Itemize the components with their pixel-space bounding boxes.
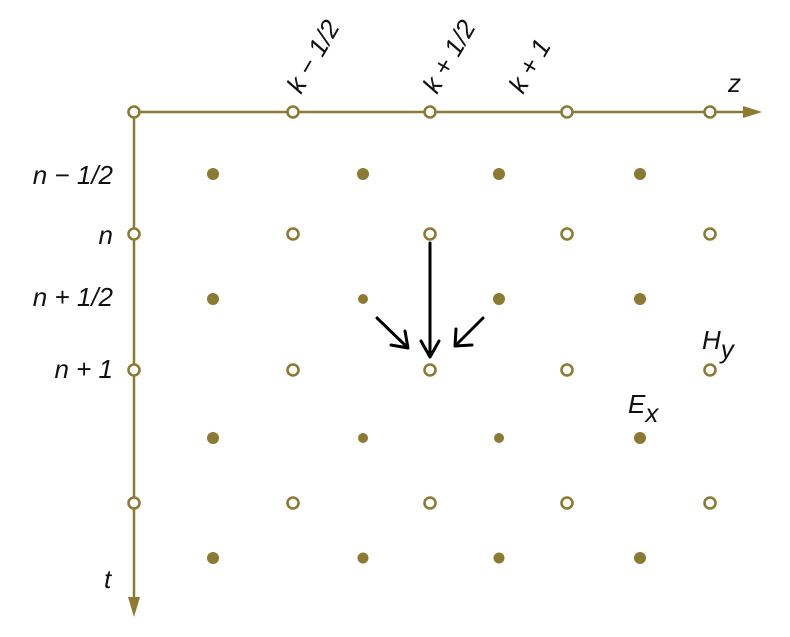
h-field-point-r3-c4	[703, 496, 717, 510]
h-field-point-r0-c2	[423, 105, 437, 119]
h-field-point-r3-c2	[423, 496, 437, 510]
h-field-point-r2-c0	[127, 363, 141, 377]
e-field-point-r0-c3	[634, 168, 646, 180]
row-label-n-plus-one: n + 1	[54, 354, 113, 384]
e-field-points	[207, 168, 646, 564]
h-field-point-r2-c2	[423, 363, 437, 377]
row-label-n: n	[99, 220, 113, 250]
e-field-point-r1-c0	[207, 293, 219, 305]
h-field-point-r3-c1	[286, 496, 300, 510]
right-arrow	[453, 316, 485, 348]
e-field-point-r1-c3	[634, 293, 646, 305]
left-arrow	[375, 316, 410, 350]
e-field-point-r2-c2	[494, 433, 504, 443]
h-field-point-r0-c1	[286, 105, 300, 119]
t-axis-arrowhead	[128, 597, 140, 617]
e-field-point-r0-c2	[493, 168, 505, 180]
e-field-point-r2-c1	[358, 433, 368, 443]
e-field-base: E	[628, 389, 646, 419]
row-label-n-plus-half: n + 1/2	[33, 282, 114, 312]
h-field-subscript: y	[719, 334, 736, 364]
h-field-point-r1-c3	[560, 227, 574, 241]
h-field-point-r1-c0	[127, 227, 141, 241]
h-field-point-r3-c0	[127, 496, 141, 510]
center-arrow	[419, 241, 441, 359]
e-field-point-r1-c2	[493, 293, 505, 305]
e-field-subscript: x	[643, 398, 659, 428]
e-field-point-r3-c0	[207, 552, 219, 564]
e-field-point-r1-c1	[358, 294, 368, 304]
h-field-points	[127, 105, 717, 510]
e-field-point-r3-c2	[493, 552, 505, 564]
h-field-point-r3-c3	[560, 496, 574, 510]
column-label-k-plus-one: k + 1	[502, 34, 557, 98]
h-field-point-r1-c2	[423, 227, 437, 241]
h-field-label: Hy	[702, 325, 736, 364]
e-field-label: Ex	[628, 389, 659, 428]
z-axis-arrowhead	[743, 106, 762, 118]
h-field-point-r0-c0	[127, 105, 141, 119]
e-field-point-r2-c3	[634, 432, 646, 444]
h-field-point-r1-c4	[703, 227, 717, 241]
column-label-k-minus-half: k − 1/2	[280, 14, 346, 98]
h-field-point-r2-c1	[286, 363, 300, 377]
h-field-point-r2-c4	[703, 363, 717, 377]
e-field-point-r3-c1	[357, 552, 369, 564]
e-field-point-r0-c0	[207, 168, 219, 180]
h-field-point-r2-c3	[560, 363, 574, 377]
h-field-base: H	[702, 325, 721, 355]
h-field-point-r0-c4	[703, 105, 717, 119]
z-axis-label: z	[727, 68, 741, 98]
axes	[128, 106, 762, 617]
e-field-point-r0-c1	[357, 168, 369, 180]
update-arrows	[375, 241, 485, 359]
h-field-point-r0-c3	[560, 105, 574, 119]
row-label-n-minus-half: n − 1/2	[33, 160, 114, 190]
h-field-point-r1-c1	[286, 227, 300, 241]
e-field-point-r3-c3	[634, 552, 646, 564]
e-field-point-r2-c0	[207, 432, 219, 444]
t-axis-label: t	[104, 564, 113, 594]
column-label-k-plus-half: k + 1/2	[416, 14, 482, 98]
